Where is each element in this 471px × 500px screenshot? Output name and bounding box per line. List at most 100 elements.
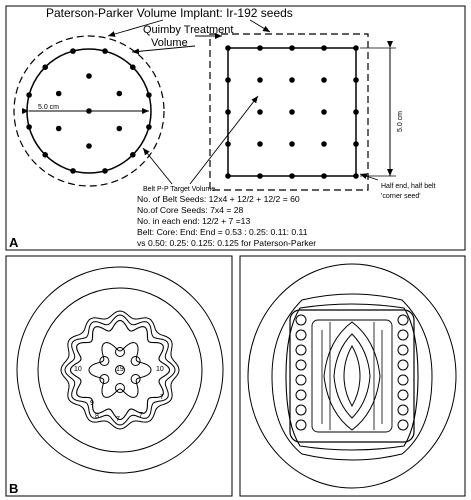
seed <box>55 125 62 132</box>
seed <box>146 124 152 130</box>
seed <box>321 109 327 115</box>
seed <box>146 92 152 98</box>
corner-seed-leader <box>359 173 379 181</box>
dose-label: 10 <box>74 366 82 373</box>
seed-marker <box>397 329 409 341</box>
figure-title: Paterson-Parker Volume Implant: Ir-192 s… <box>46 6 293 20</box>
seed <box>353 77 359 83</box>
seed <box>257 173 263 179</box>
seed <box>55 90 62 97</box>
seed <box>70 168 76 174</box>
seed <box>289 77 295 83</box>
seed <box>353 109 359 115</box>
seed <box>289 45 295 51</box>
corner-seed-label-line2: 'corner seed' <box>381 193 421 200</box>
dose-label: 7 <box>160 394 164 401</box>
title-leader-to-square <box>249 19 271 33</box>
title-leader-to-circle <box>107 19 164 37</box>
quimby-volume-circle <box>13 35 165 187</box>
dose-label: 19 <box>116 366 124 373</box>
seed <box>86 143 92 149</box>
seed <box>353 45 359 51</box>
seed <box>353 173 359 179</box>
note-ratio: Belt: Core: End: End = 0.53 : 0.25: 0.11… <box>137 227 308 237</box>
seed <box>116 125 123 132</box>
seed-marker <box>115 383 125 393</box>
seed-marker <box>130 374 141 384</box>
transverse-isodose <box>16 266 224 474</box>
seed <box>86 73 92 79</box>
circle-dimension-label: 5.0 cm <box>38 104 60 111</box>
seed <box>26 124 32 130</box>
note-comparison: vs 0.50: 0.25: 0.125: 0.125 for Paterson… <box>137 238 317 248</box>
quimby-label-line2: Volume <box>151 37 188 49</box>
seed <box>321 45 327 51</box>
seed-marker <box>397 404 409 416</box>
seed <box>130 64 136 70</box>
panel-b-letter: B <box>9 481 19 496</box>
seed-marker <box>295 329 307 341</box>
seed <box>353 141 359 147</box>
dose-label: 10 <box>156 366 164 373</box>
note-end-seeds: No. in each end: 12/2 + 7 =13 <box>137 216 251 226</box>
seed-marker <box>115 347 125 357</box>
dose-label: 7 <box>116 416 120 423</box>
seed <box>42 64 48 70</box>
quimby-volume-square <box>209 33 369 191</box>
seed <box>321 173 327 179</box>
seed-marker <box>295 419 307 431</box>
longitudinal-isodose <box>247 263 457 489</box>
square-dimension-label: 5.0 cm <box>397 110 404 132</box>
seed <box>225 109 231 115</box>
seed <box>289 109 295 115</box>
seed-marker <box>130 356 141 366</box>
seed-marker <box>397 419 409 431</box>
quimby-leader-to-circle <box>131 45 196 55</box>
seed <box>225 77 231 83</box>
seed-marker <box>397 314 409 326</box>
seed-marker <box>295 404 307 416</box>
corner-seed-label-line1: Half end, half belt <box>381 183 436 190</box>
seed-marker <box>397 389 409 401</box>
seed-marker <box>295 389 307 401</box>
seed-marker <box>397 374 409 386</box>
dose-label: 7 <box>139 412 143 419</box>
seed-marker <box>295 359 307 371</box>
seed-marker <box>397 344 409 356</box>
seed <box>116 90 123 97</box>
square-seed-group <box>225 45 359 179</box>
seed <box>130 152 136 158</box>
seed-marker <box>295 314 307 326</box>
dose-label: 8 <box>95 413 99 420</box>
panel-b-right-frame <box>239 255 466 497</box>
panel-b-left-frame <box>5 255 233 497</box>
seed-marker <box>99 374 110 384</box>
seed-marker <box>99 356 110 366</box>
seed <box>225 173 231 179</box>
seed <box>257 109 263 115</box>
seed <box>70 48 76 54</box>
target-leader-to-circle <box>142 147 173 185</box>
target-leader-to-square <box>189 95 259 185</box>
seed <box>257 45 263 51</box>
panel-a-letter: A <box>9 235 19 250</box>
seed-marker <box>115 365 125 375</box>
note-core-seeds: No.of Core Seeds: 7x4 = 28 <box>137 205 244 215</box>
seed-marker <box>295 374 307 386</box>
target-volume-label: Belt P-P Target Volume <box>143 186 216 193</box>
note-belt-seeds: No. of Belt Seeds: 12x4 + 12/2 + 12/2 = … <box>137 194 300 204</box>
seed <box>289 141 295 147</box>
seed <box>257 141 263 147</box>
seed <box>102 48 108 54</box>
seed <box>26 92 32 98</box>
seed <box>321 141 327 147</box>
seed <box>42 152 48 158</box>
seed <box>102 168 108 174</box>
dose-label: 9 <box>90 400 94 407</box>
seed <box>225 45 231 51</box>
seed <box>257 77 263 83</box>
seed <box>289 173 295 179</box>
seed <box>321 77 327 83</box>
quimby-label-line1: Quimby Treatment <box>143 24 234 36</box>
